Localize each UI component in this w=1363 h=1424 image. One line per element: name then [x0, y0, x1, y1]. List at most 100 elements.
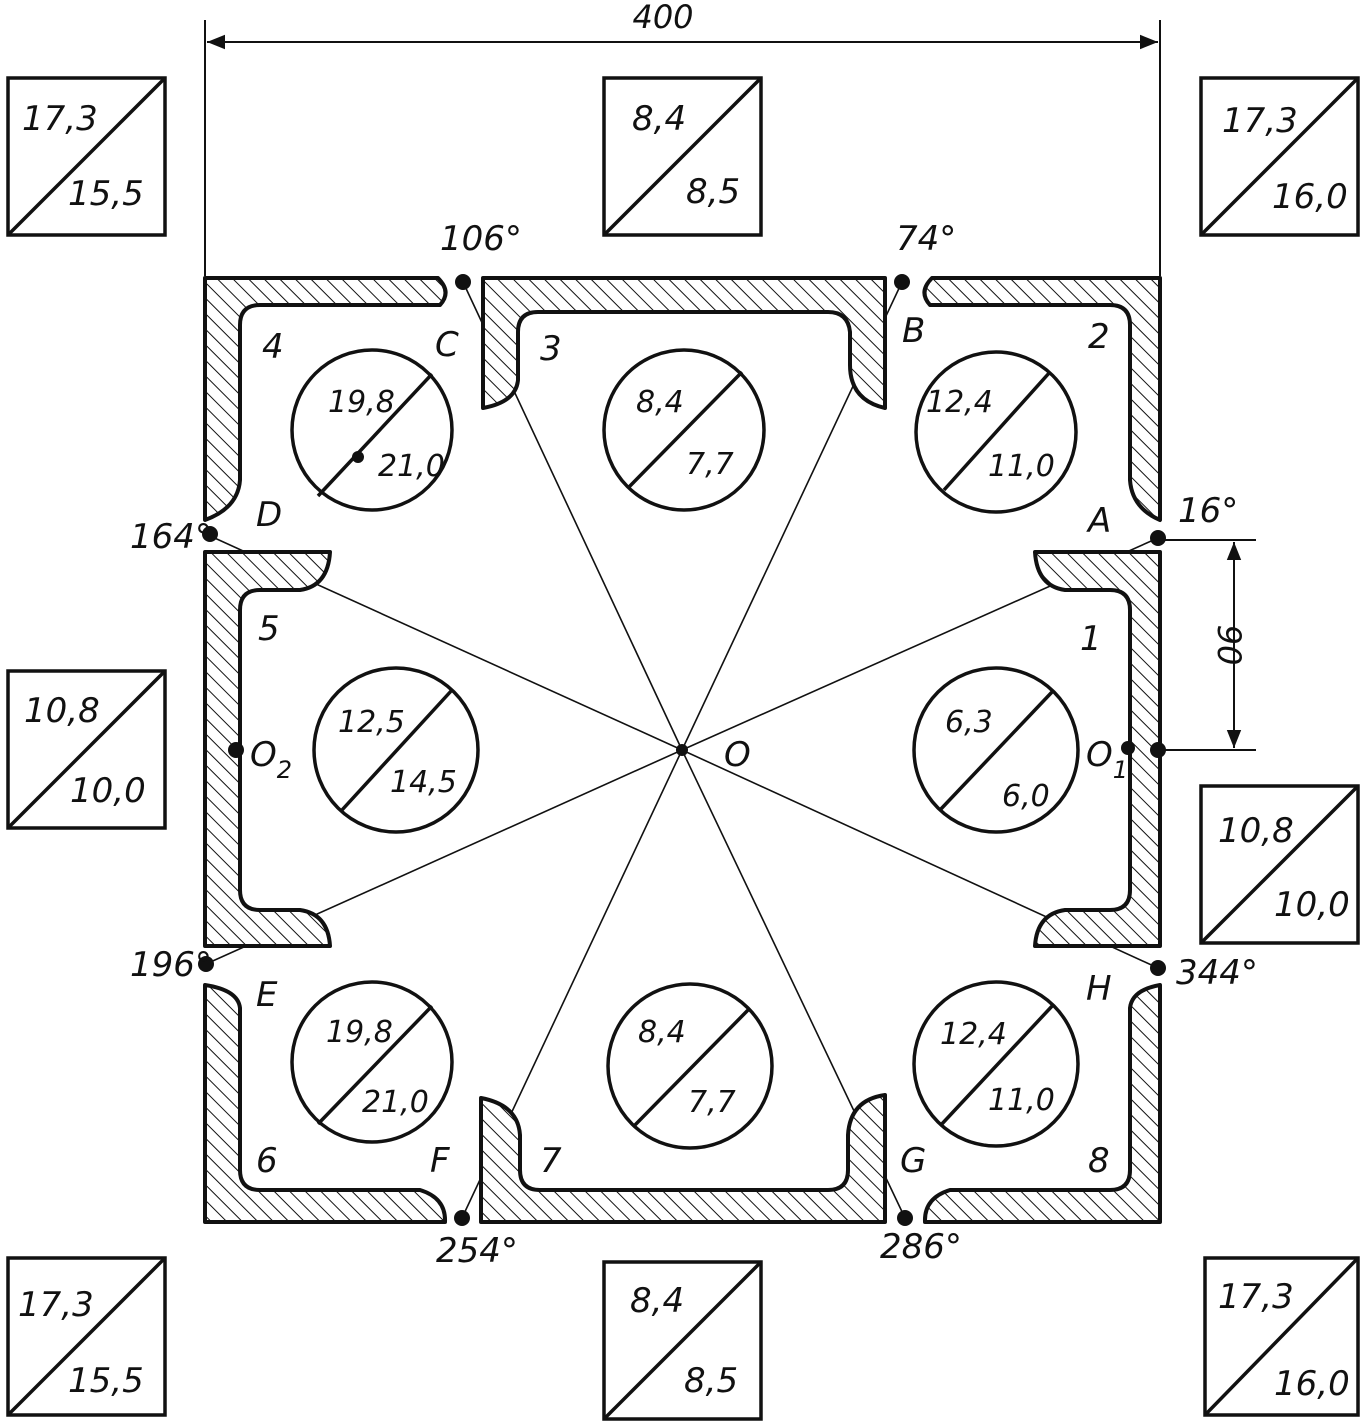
- circle-1-bottom-value: 6,0: [1002, 779, 1050, 814]
- circle-7-top-value: 8,4: [638, 1015, 686, 1050]
- point-f-label: F: [430, 1141, 450, 1181]
- cell-number-4: 4: [262, 327, 284, 367]
- profile-top-channel: [481, 276, 887, 410]
- dot-344: [1150, 960, 1166, 976]
- point-d-label: D: [256, 495, 282, 535]
- dot-286: [897, 1210, 913, 1226]
- angle-labels: 106° 74° 164° 16° 196° 344° 254° 286°: [130, 219, 1258, 1271]
- point-c-label: C: [435, 325, 459, 365]
- point-o-label: O: [724, 735, 751, 775]
- circle-cell-1: 6,3 6,0: [912, 666, 1080, 834]
- width-label: 400: [632, 0, 693, 36]
- steel-profiles: [203, 276, 1162, 1224]
- dot-74: [894, 274, 910, 290]
- value-boxes: 17,3 15,5 8,4 8,5 17,3 16,0 10,8 10,0 10…: [6, 76, 1360, 1421]
- box-top-left: 17,3 15,5: [6, 76, 167, 237]
- cell-number-1: 1: [1080, 619, 1102, 659]
- point-g-label: G: [900, 1141, 926, 1181]
- point-e-label: E: [256, 975, 278, 1015]
- angle-286-label: 286°: [880, 1227, 962, 1267]
- box-top-center: 8,4 8,5: [602, 76, 763, 237]
- point-h-label: H: [1086, 969, 1112, 1009]
- dot-106: [455, 274, 471, 290]
- dot-196: [198, 956, 214, 972]
- circle-cell-5: 12,5 14,5: [312, 666, 480, 834]
- point-o2-label: O2: [250, 735, 292, 784]
- box-bottom-left-top-value: 17,3: [18, 1285, 94, 1325]
- box-top-center-bottom-value: 8,5: [686, 172, 740, 212]
- cell-numbers: 1 2 3 4 5 6 7 8: [256, 317, 1110, 1181]
- circle-5-bottom-value: 14,5: [390, 765, 457, 800]
- circle-1-top-value: 6,3: [945, 705, 993, 740]
- box-bottom-left-bottom-value: 15,5: [68, 1361, 144, 1401]
- box-middle-right-bottom-value: 10,0: [1274, 885, 1350, 925]
- box-bottom-center-bottom-value: 8,5: [684, 1361, 738, 1401]
- box-top-right-top-value: 17,3: [1222, 101, 1298, 141]
- box-top-left-bottom-value: 15,5: [68, 174, 144, 214]
- profile-bottom-right-angle: [922, 983, 1162, 1224]
- point-b-label: B: [902, 311, 925, 351]
- box-middle-right: 10,8 10,0: [1199, 784, 1360, 945]
- box-top-center-top-value: 8,4: [632, 99, 686, 139]
- dot-164: [202, 526, 218, 542]
- circle-7-bottom-value: 7,7: [688, 1085, 736, 1120]
- angle-254-label: 254°: [436, 1231, 518, 1271]
- cell-number-3: 3: [540, 329, 562, 369]
- circle-5-top-value: 12,5: [338, 705, 405, 740]
- profile-bottom-left-angle: [203, 983, 448, 1224]
- box-top-left-top-value: 17,3: [22, 99, 98, 139]
- profile-bottom-channel: [479, 1093, 887, 1224]
- box-bottom-right: 17,3 16,0: [1203, 1256, 1360, 1417]
- circle-8-bottom-value: 11,0: [988, 1083, 1055, 1118]
- height-dimension: 90: [1160, 539, 1256, 751]
- dot-o1-outer: [1150, 742, 1166, 758]
- cell-number-2: 2: [1088, 317, 1110, 357]
- angle-74-label: 74°: [896, 219, 956, 259]
- dot-o2: [228, 742, 244, 758]
- box-middle-left-top-value: 10,8: [24, 691, 100, 731]
- circle-6-bottom-value: 21,0: [362, 1085, 429, 1120]
- box-bottom-center: 8,4 8,5: [602, 1260, 763, 1421]
- profile-right-channel: [1033, 550, 1162, 948]
- point-a-label: A: [1086, 501, 1111, 541]
- box-middle-left: 10,8 10,0: [6, 669, 167, 830]
- profile-top-left-angle: [203, 276, 448, 522]
- angle-196-label: 196°: [130, 945, 212, 985]
- profile-left-channel: [203, 550, 332, 948]
- box-bottom-right-top-value: 17,3: [1218, 1277, 1294, 1317]
- circle-2-bottom-value: 11,0: [988, 449, 1055, 484]
- point-o1-label: O1: [1086, 735, 1128, 784]
- circle-cell-6: 19,8 21,0: [290, 980, 454, 1144]
- point-labels: A B C D E F G H O O1 O2: [250, 311, 1128, 1181]
- height-label: 90: [1210, 625, 1248, 666]
- box-bottom-left: 17,3 15,5: [6, 1256, 167, 1417]
- dot-16: [1150, 530, 1166, 546]
- dot-center-o: [676, 744, 688, 756]
- angle-344-label: 344°: [1176, 953, 1258, 993]
- circle-4-top-value: 19,8: [328, 385, 395, 420]
- circle-4-bottom-value: 21,0: [378, 449, 445, 484]
- cell-number-5: 5: [258, 609, 280, 649]
- dot-254: [454, 1210, 470, 1226]
- circle-6-top-value: 19,8: [326, 1015, 393, 1050]
- cell-number-6: 6: [256, 1141, 278, 1181]
- box-bottom-center-top-value: 8,4: [630, 1281, 684, 1321]
- anchor-dots: [198, 274, 1166, 1226]
- circle-2-top-value: 12,4: [926, 385, 993, 420]
- dot-o1-inner: [1121, 741, 1135, 755]
- circle-8-top-value: 12,4: [940, 1017, 1007, 1052]
- cell-number-7: 7: [540, 1141, 562, 1181]
- profile-top-right-angle: [922, 276, 1162, 522]
- circle-cell-4: 19,8 21,0: [290, 348, 454, 512]
- circle-cell-2: 12,4 11,0: [914, 350, 1078, 514]
- circles: 19,8 21,0 8,4 7,7 12,4 11,0 12,5 14,5 6,…: [290, 348, 1080, 1150]
- box-bottom-right-bottom-value: 16,0: [1274, 1364, 1350, 1404]
- circle-cell-3: 8,4 7,7: [602, 348, 766, 512]
- angle-164-label: 164°: [130, 517, 212, 557]
- box-middle-right-top-value: 10,8: [1218, 811, 1294, 851]
- circle-cell-7: 8,4 7,7: [606, 982, 774, 1150]
- width-dimension: 400: [204, 0, 1161, 276]
- angle-16-label: 16°: [1178, 491, 1238, 531]
- box-middle-left-bottom-value: 10,0: [70, 771, 146, 811]
